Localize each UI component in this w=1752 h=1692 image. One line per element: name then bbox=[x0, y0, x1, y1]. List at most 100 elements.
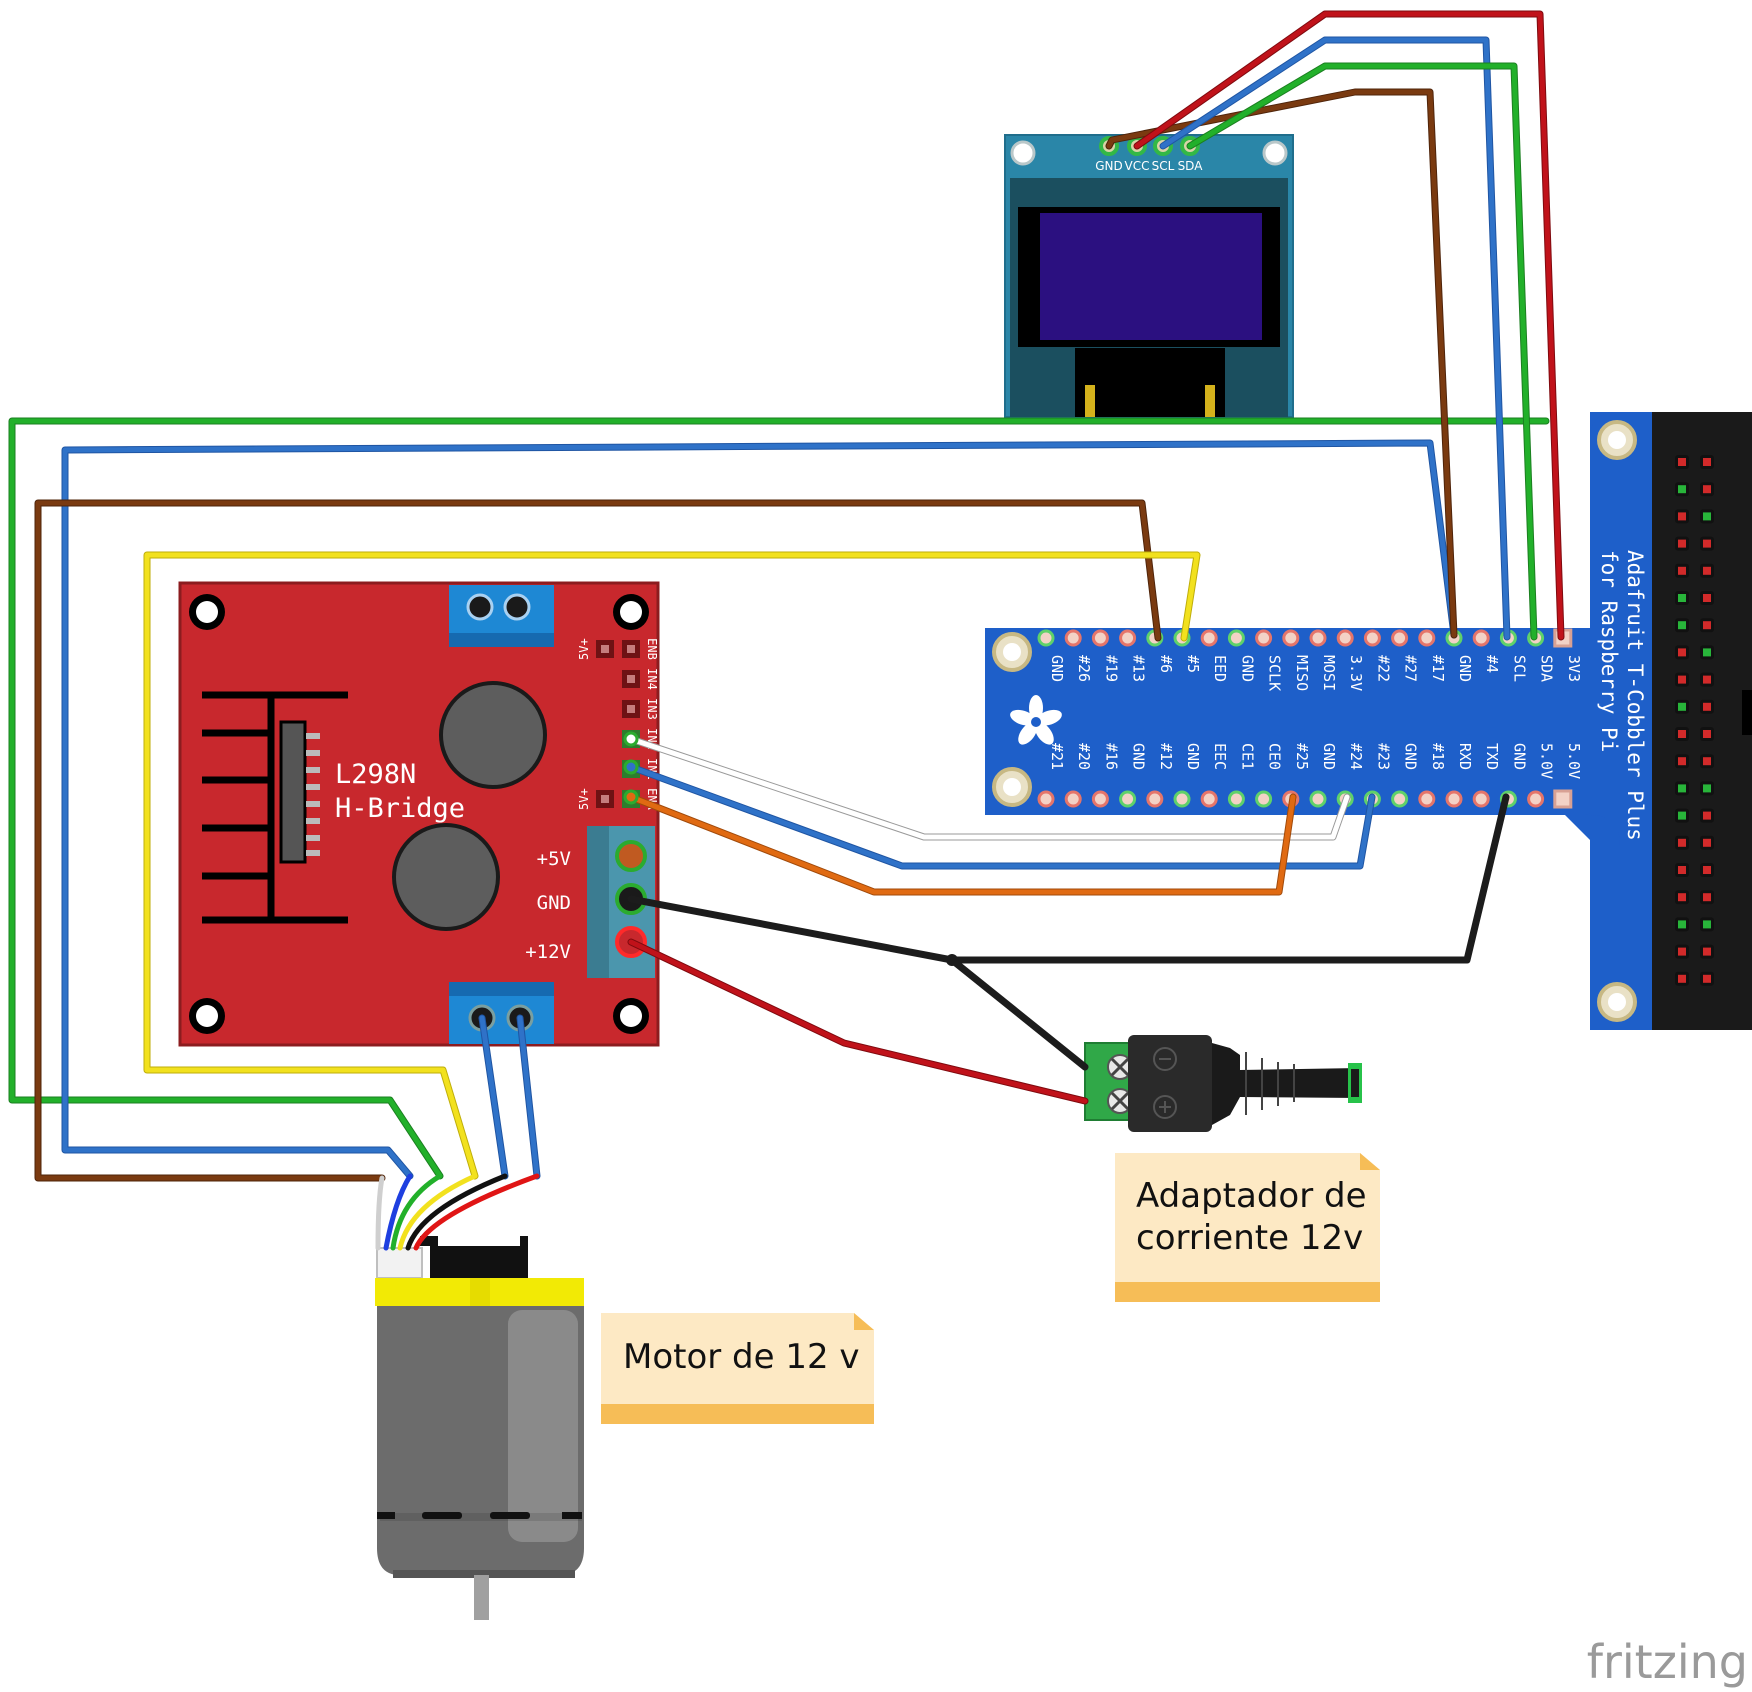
cobbler-pin bbox=[1391, 790, 1409, 808]
capacitor bbox=[439, 681, 547, 789]
cobbler-pin-label: #12 bbox=[1157, 743, 1175, 770]
cobbler-pin bbox=[1037, 790, 1055, 808]
motor-shaft bbox=[474, 1575, 489, 1620]
cobbler-pin bbox=[1418, 790, 1436, 808]
hbridge-title: L298N bbox=[335, 759, 416, 790]
hbridge-subtitle: H-Bridge bbox=[335, 793, 465, 824]
cobbler-pin-label: #20 bbox=[1075, 743, 1093, 770]
cobbler-pin bbox=[1282, 629, 1300, 647]
cobbler-pin-label: GND bbox=[1456, 655, 1474, 682]
adafruit-flower-icon bbox=[1010, 695, 1062, 745]
power-label-5v: +5V bbox=[537, 848, 571, 870]
cobbler-name-line2: for Raspberry Pi bbox=[1597, 550, 1621, 752]
heatsink bbox=[202, 691, 348, 924]
cobbler-pin-label: GND bbox=[1402, 743, 1420, 770]
oled-pin-label: GND bbox=[1095, 159, 1123, 173]
fritzing-logo: fritzing bbox=[1587, 1635, 1748, 1689]
cobbler-pin bbox=[1173, 790, 1191, 808]
cobbler-name-line1: Adafruit T-Cobbler Plus bbox=[1623, 550, 1647, 841]
cobbler-pin-label: 3V3 bbox=[1565, 655, 1583, 682]
cobbler-pin-label: GND bbox=[1238, 655, 1256, 682]
hbridge-header-label: ENB bbox=[645, 638, 659, 660]
cobbler-pin-label: 5.0V bbox=[1538, 743, 1556, 779]
cobbler-pin bbox=[1472, 629, 1490, 647]
cobbler-pin bbox=[1363, 629, 1381, 647]
cobbler-pin bbox=[1146, 790, 1164, 808]
cobbler-pin-label: #17 bbox=[1429, 655, 1447, 682]
cobbler-pin-label: SDA bbox=[1538, 655, 1556, 682]
power-adapter bbox=[1084, 1035, 1362, 1132]
cobbler-pin bbox=[1091, 790, 1109, 808]
l298n-board: L298N H-Bridge +5V GND +12V bbox=[178, 581, 660, 1047]
cobbler-pin bbox=[1391, 629, 1409, 647]
cobbler-pin bbox=[1091, 629, 1109, 647]
cobbler-pin bbox=[1200, 629, 1218, 647]
cobbler-pin bbox=[1064, 629, 1082, 647]
cobbler-pin bbox=[1527, 790, 1545, 808]
cobbler-pin-label: #19 bbox=[1102, 655, 1120, 682]
oled-pin-label: SCL bbox=[1152, 159, 1175, 173]
oled-pin-label: SDA bbox=[1178, 159, 1204, 173]
cobbler-pin-label: CE1 bbox=[1238, 743, 1256, 770]
cobbler-pin-label: RXD bbox=[1456, 743, 1474, 770]
cobbler-pin-label: GND bbox=[1510, 743, 1528, 770]
cobbler-pin-label: GND bbox=[1048, 655, 1066, 682]
cobbler-pin-label: CE0 bbox=[1266, 743, 1284, 770]
oled-pin-label: VCC bbox=[1125, 159, 1150, 173]
cobbler-pin bbox=[1064, 790, 1082, 808]
mount-hole bbox=[1262, 140, 1288, 166]
cobbler-pin bbox=[1200, 790, 1218, 808]
cobbler-pin-label: #16 bbox=[1102, 743, 1120, 770]
cobbler-pin bbox=[1255, 629, 1273, 647]
cobbler-pin bbox=[1309, 790, 1327, 808]
cobbler-pin bbox=[1119, 790, 1137, 808]
note-adapter: Adaptador de corriente 12v bbox=[1115, 1153, 1380, 1302]
cobbler-pin-label: #5 bbox=[1184, 655, 1202, 673]
oled-screen bbox=[1040, 213, 1262, 340]
wire-red-12v bbox=[627, 938, 1089, 1105]
l298n-chip bbox=[279, 720, 307, 864]
cobbler-pin-label: #18 bbox=[1429, 743, 1447, 770]
cobbler-pin-label: GND bbox=[1184, 743, 1202, 770]
cobbler-pin-label: #4 bbox=[1483, 655, 1501, 673]
cobbler-pin-label: #23 bbox=[1374, 743, 1392, 770]
power-label-12v: +12V bbox=[525, 941, 571, 963]
cobbler-pin-label: EED bbox=[1211, 655, 1229, 682]
capacitor bbox=[392, 823, 500, 931]
cobbler-pin-label: SCL bbox=[1510, 655, 1528, 682]
note-motor-label: Motor de 12 v bbox=[623, 1337, 860, 1377]
cobbler-pin bbox=[1418, 629, 1436, 647]
cobbler-pin bbox=[1309, 629, 1327, 647]
cobbler-pin-label: SCLK bbox=[1266, 655, 1284, 691]
cobbler-pin-label: #13 bbox=[1130, 655, 1148, 682]
hbridge-header-label: IN4 bbox=[645, 668, 659, 690]
cobbler-pin-label: TXD bbox=[1483, 743, 1501, 770]
cobbler-pin bbox=[1227, 629, 1245, 647]
mount-hole bbox=[1010, 140, 1036, 166]
cobbler-pin-label: 3.3V bbox=[1347, 655, 1365, 691]
cobbler-pin-label: #25 bbox=[1293, 743, 1311, 770]
side-label-5v-bottom: 5V+ bbox=[577, 788, 591, 810]
power-label-gnd: GND bbox=[537, 892, 571, 914]
cobbler-pin bbox=[1445, 790, 1463, 808]
wire-endpoints bbox=[623, 731, 639, 805]
note-motor: Motor de 12 v bbox=[601, 1313, 874, 1424]
cobbler-pin bbox=[1037, 629, 1055, 647]
wires bbox=[8, 10, 1565, 1251]
gpio-pin-grid bbox=[1675, 455, 1714, 986]
cobbler-pin-label: EEC bbox=[1211, 743, 1229, 770]
cobbler-pin-label: #21 bbox=[1048, 743, 1066, 770]
cobbler-pin bbox=[1553, 789, 1573, 809]
cobbler-pin-label: GND bbox=[1130, 743, 1148, 770]
cobbler-pin-label: 5.0V bbox=[1565, 743, 1583, 779]
wire-black-adapter bbox=[948, 956, 1089, 1071]
cobbler-pin-label: #26 bbox=[1075, 655, 1093, 682]
hbridge-header-label: IN3 bbox=[645, 698, 659, 720]
cobbler-pin-label: MISO bbox=[1293, 655, 1311, 691]
note-adapter-line2: corriente 12v bbox=[1136, 1218, 1363, 1258]
note-adapter-line1: Adaptador de bbox=[1136, 1176, 1367, 1216]
